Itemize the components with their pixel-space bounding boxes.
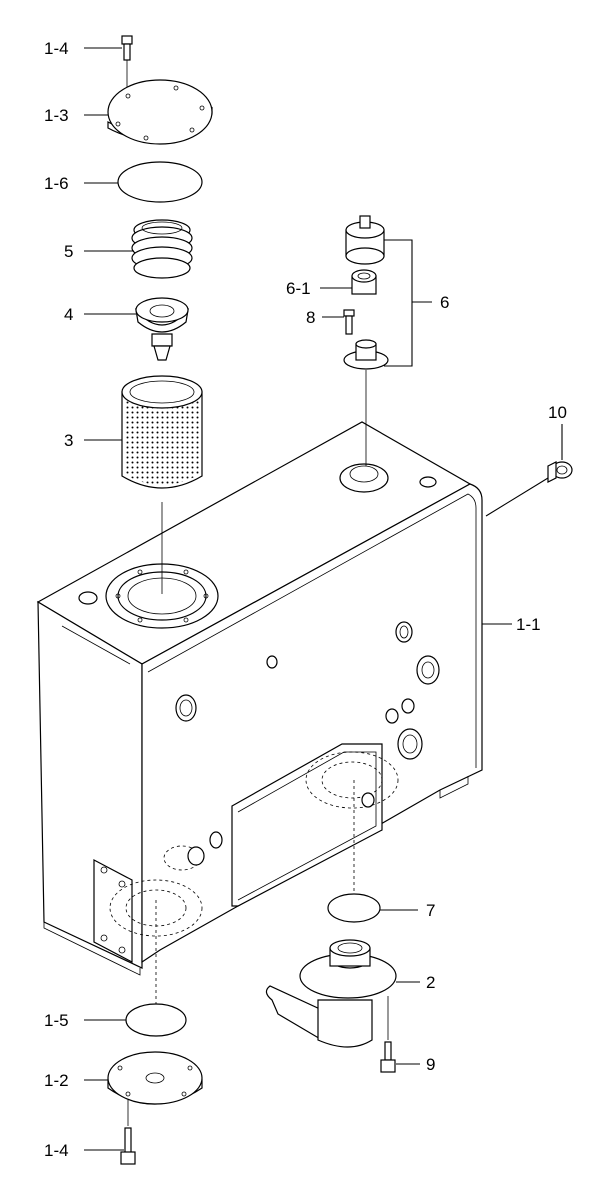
oring-1-6 xyxy=(117,161,203,203)
strainer-element xyxy=(121,375,203,594)
suction-pipe xyxy=(265,939,397,1048)
callout-1-1: 1-1 xyxy=(516,615,541,634)
top-cover-plate xyxy=(107,79,213,145)
breather-assembly xyxy=(343,215,389,466)
callout-1-3: 1-3 xyxy=(44,106,69,125)
callout-5: 5 xyxy=(64,242,73,261)
leader-lines xyxy=(84,47,563,1151)
callout-1-2: 1-2 xyxy=(44,1071,69,1090)
callout-1-6: 1-6 xyxy=(44,174,69,193)
callout-1-4-top: 1-4 xyxy=(44,39,69,58)
spring xyxy=(131,219,193,279)
callout-8: 8 xyxy=(306,308,315,327)
callout-2: 2 xyxy=(426,973,435,992)
plug xyxy=(547,461,573,483)
callout-6: 6 xyxy=(440,293,449,312)
bottom-cover-plate xyxy=(107,1051,203,1126)
valve xyxy=(135,297,189,361)
callout-1-5: 1-5 xyxy=(44,1011,69,1030)
callout-3: 3 xyxy=(64,431,73,450)
callout-9: 9 xyxy=(426,1055,435,1074)
bolt-bottom xyxy=(120,1127,136,1165)
callout-1-4-bottom: 1-4 xyxy=(44,1141,69,1160)
bolt-9 xyxy=(380,996,396,1073)
callout-7: 7 xyxy=(426,901,435,920)
callout-labels: 1-4 1-3 1-6 5 4 3 6-1 8 6 10 1-1 7 2 9 1… xyxy=(44,39,567,1160)
callout-4: 4 xyxy=(64,305,73,324)
oring-7 xyxy=(327,780,381,923)
tank-body xyxy=(36,421,483,976)
bolt-top xyxy=(121,35,133,94)
callout-6-1: 6-1 xyxy=(286,279,311,298)
callout-10: 10 xyxy=(548,403,567,422)
